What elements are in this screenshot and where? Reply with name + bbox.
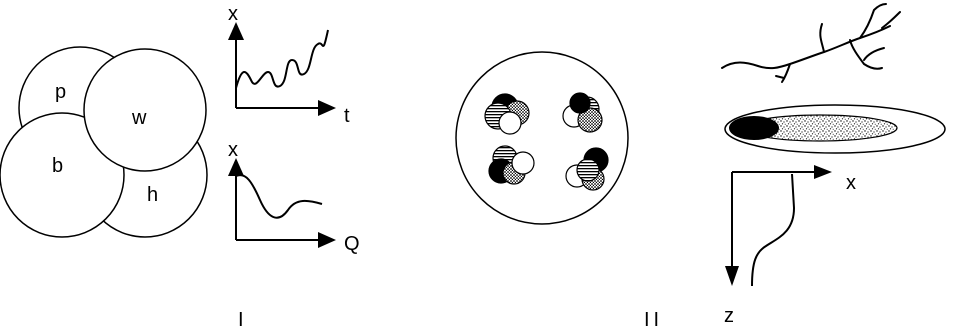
label-p: p: [55, 81, 66, 103]
profile-axes: [725, 165, 832, 287]
circle-b: [0, 112, 125, 238]
label-b: b: [52, 155, 63, 177]
profile-x-arrow: [814, 165, 832, 179]
profile-curve: [751, 173, 796, 287]
plot-x-vs-Q: [228, 158, 336, 248]
profile-z-label: z: [724, 305, 734, 327]
panel-I-numeral: I: [238, 309, 244, 329]
cell-circle: [455, 51, 629, 225]
top-plot-curve: [235, 29, 329, 89]
overlapping-circles: [0, 46, 208, 238]
profile-z-arrow: [725, 266, 739, 286]
bottom-plot-x-arrow: [318, 232, 336, 248]
dark-head: [729, 116, 779, 140]
cluster-top-right: [562, 92, 603, 133]
top-plot-x-arrow: [318, 100, 336, 116]
panel-II-numeral: II: [644, 309, 663, 329]
top-plot-y-arrow: [228, 22, 244, 40]
bottom-plot-y-label: x: [228, 139, 238, 161]
label-w: w: [131, 107, 147, 129]
top-plot-x-label: t: [344, 105, 350, 127]
cluster-bottom-left: [488, 145, 535, 185]
plot-x-vs-t: [228, 22, 336, 116]
bottom-plot-y-arrow: [228, 158, 244, 176]
cluster-bottom-right: [565, 147, 609, 191]
bottom-plot-curve: [235, 174, 323, 219]
elongated-body: [724, 104, 946, 154]
label-h: h: [147, 184, 158, 206]
circle-w: [83, 48, 207, 172]
top-plot-y-label: x: [228, 3, 238, 25]
cluster-top-left: [484, 93, 530, 135]
bottom-plot-x-label: Q: [344, 233, 360, 255]
branching-network: [721, 3, 901, 83]
profile-x-label: x: [846, 172, 856, 194]
